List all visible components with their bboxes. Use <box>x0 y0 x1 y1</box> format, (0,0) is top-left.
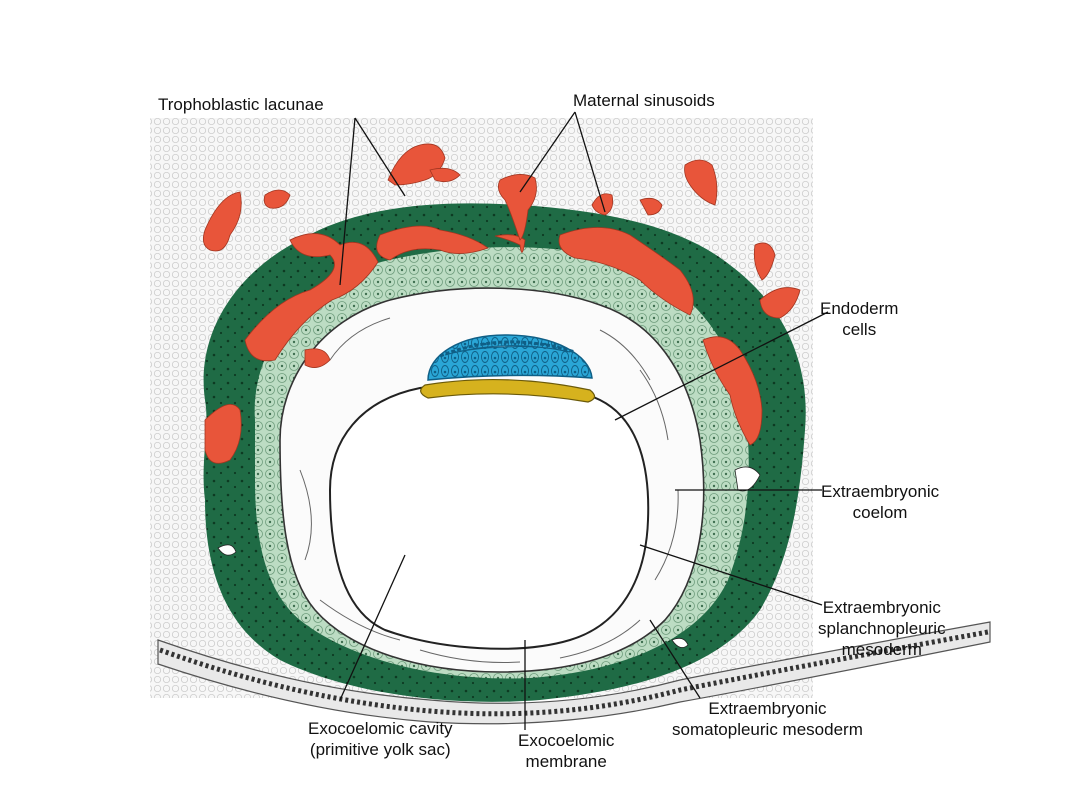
label-maternal-sinusoids: Maternal sinusoids <box>573 91 715 110</box>
label-trophoblastic-lacunae: Trophoblastic lacunae <box>158 95 324 114</box>
exocoelomic-cavity <box>328 381 650 650</box>
label-endoderm-cells: Endoderm cells <box>820 299 899 339</box>
hypoblast <box>420 378 596 403</box>
leader-lines <box>339 111 829 730</box>
label-extraembryonic-coelom: Extraembryonic coelom <box>821 482 940 522</box>
label-somatopleuric-mesoderm: Extraembryonic somatopleuric mesoderm <box>672 699 863 739</box>
trophoblastic-lacunae <box>204 225 763 464</box>
amniotic-cavity <box>444 345 571 356</box>
epithelium-nuclei <box>159 629 989 717</box>
trophoblast-vacuoles <box>217 466 761 648</box>
uterine-epithelium <box>157 621 991 725</box>
maternal-sinusoids <box>202 143 801 319</box>
coelom-vacuoles <box>299 317 679 663</box>
label-splanchnopleuric-mesoderm: Extraembryonic splanchnopleuric mesoderm <box>818 598 946 659</box>
label-exocoelomic-cavity: Exocoelomic cavity (primitive yolk sac) <box>308 719 453 759</box>
amnioblasts <box>439 340 576 358</box>
label-exocoelomic-membrane: Exocoelomic membrane <box>518 731 615 771</box>
